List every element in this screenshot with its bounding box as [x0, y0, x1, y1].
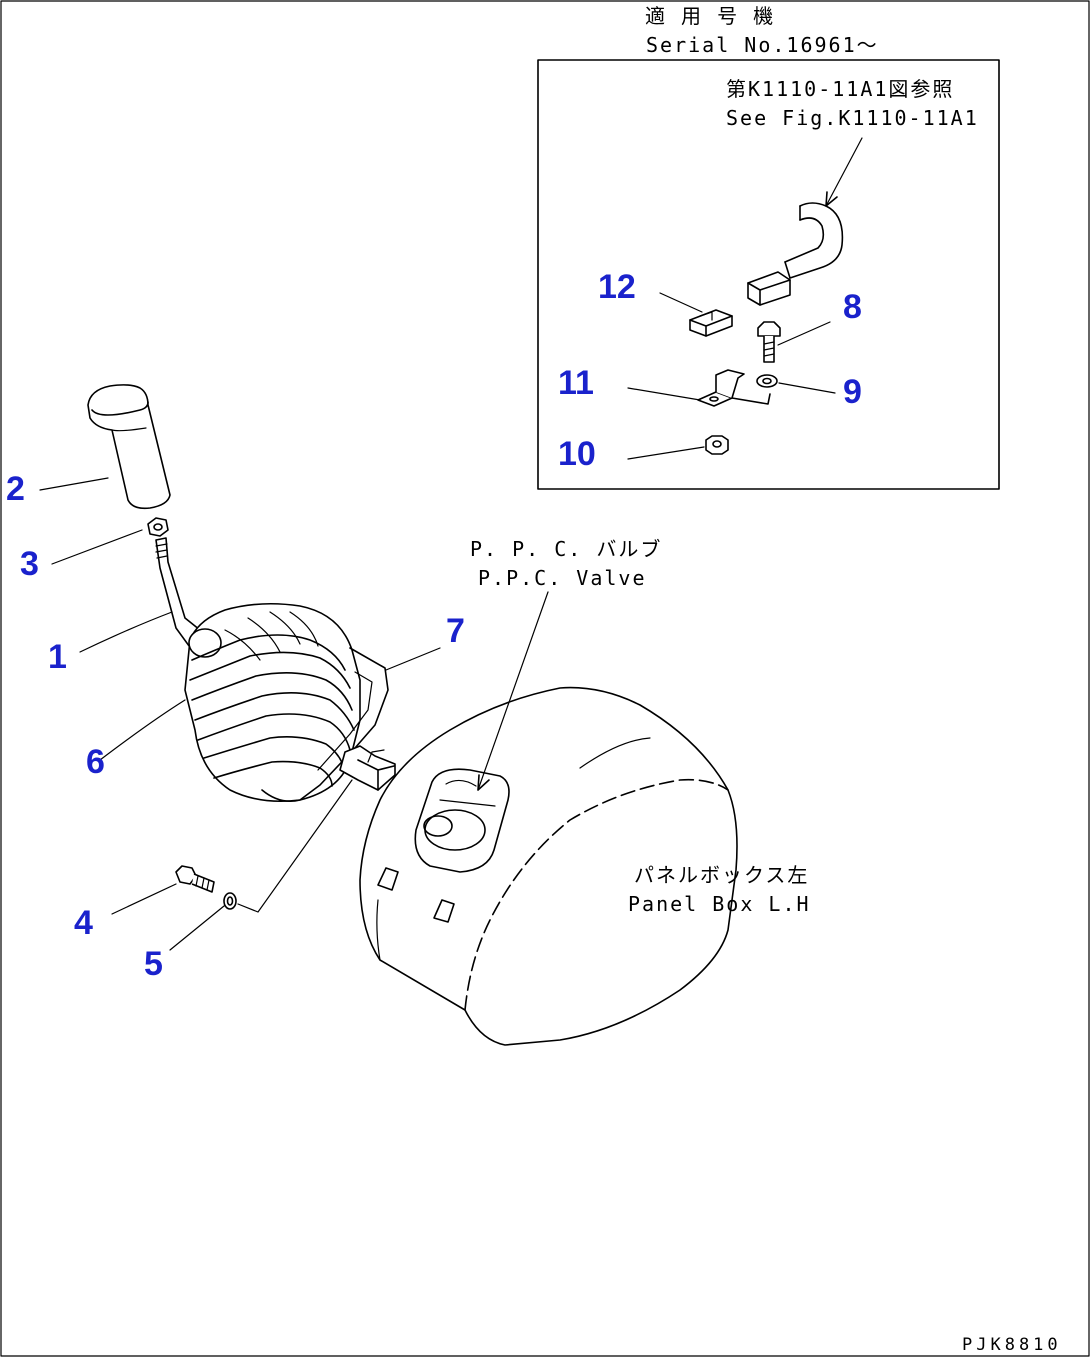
- panel-box-label-ja: パネルボックス左: [634, 863, 809, 887]
- callout-3: 3: [20, 545, 39, 583]
- ppc-valve-arrow: [477, 774, 490, 791]
- inset-serial-number: Serial No.16961～: [646, 33, 879, 57]
- leader-1: [79, 611, 173, 653]
- leader-2: [39, 477, 109, 491]
- inset-ref-en: See Fig.K1110-11A1: [726, 106, 979, 130]
- part-2-knob: [87, 384, 171, 510]
- part-3-nut: [147, 517, 169, 537]
- part-12-clip: [689, 309, 733, 337]
- ppc-valve-label-en: P.P.C. Valve: [478, 566, 647, 590]
- leader-12: [659, 292, 703, 313]
- callout-5: 5: [144, 945, 163, 983]
- leader-3: [51, 529, 143, 565]
- callout-10: 10: [558, 435, 596, 473]
- callout-2: 2: [6, 470, 25, 508]
- ppc-valve-label-ja: P. P. C. バルブ: [470, 537, 662, 561]
- leader-9: [778, 382, 836, 394]
- callout-7: 7: [446, 612, 465, 650]
- callout-4: 4: [74, 904, 93, 942]
- callout-12: 12: [598, 268, 636, 306]
- inset-ref-arrow: [825, 191, 838, 207]
- leader-7: [385, 647, 441, 671]
- leader-5: [169, 905, 225, 951]
- callout-1: 1: [48, 638, 67, 676]
- drawing-code: PJK8810: [962, 1335, 1062, 1355]
- leader-10: [627, 446, 705, 460]
- leader-6: [99, 699, 186, 761]
- inset-applicable-ja: 適 用 号 機: [645, 4, 775, 28]
- inset-box: [537, 59, 1000, 490]
- callout-8: 8: [843, 288, 862, 326]
- callout-11: 11: [558, 364, 594, 402]
- leader-11: [627, 387, 701, 401]
- part-10-nut: [705, 435, 729, 455]
- panel-box-label-en: Panel Box L.H: [628, 892, 811, 916]
- callout-6: 6: [86, 743, 105, 781]
- wire-connector: [747, 271, 791, 306]
- part-11-bracket: [697, 369, 771, 407]
- part-8-bolt: [757, 321, 781, 363]
- part-9-washer: [756, 374, 778, 388]
- leader-8: [777, 321, 831, 346]
- callout-9: 9: [843, 373, 862, 411]
- leader-4: [111, 883, 177, 915]
- part-4-bolt: [175, 865, 215, 893]
- panel-box-lh: [359, 686, 738, 1046]
- washer-guide-line: [237, 779, 353, 913]
- wire-harness: [784, 202, 844, 279]
- part-5-washer: [223, 892, 237, 910]
- inset-ref-leader: [825, 137, 863, 207]
- inset-ref-ja: 第K1110-11A1図参照: [726, 77, 954, 101]
- ppc-valve-leader: [477, 591, 549, 791]
